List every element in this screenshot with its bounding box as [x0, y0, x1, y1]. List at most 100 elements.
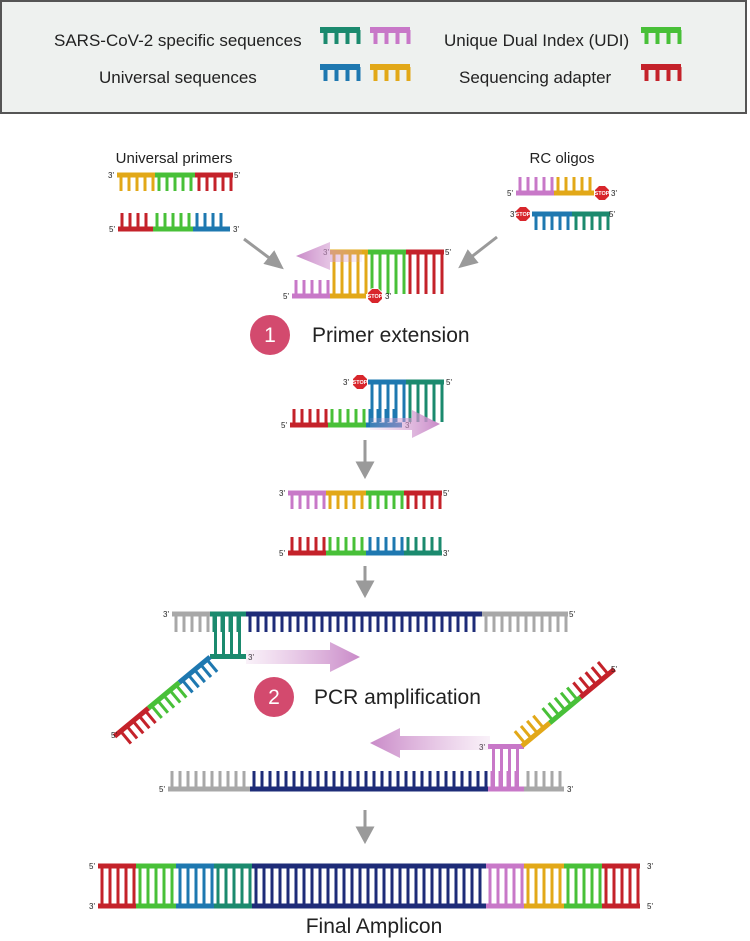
base-tooth: [182, 614, 186, 632]
base-tooth: [286, 866, 290, 906]
backbone-segment: [488, 786, 524, 792]
end-label: 5': [569, 610, 575, 619]
base-tooth: [240, 866, 244, 906]
base-tooth: [440, 252, 444, 294]
product-strand-top: [288, 490, 442, 509]
base-tooth: [199, 663, 213, 678]
base-tooth: [440, 382, 444, 422]
stop-octagon: [594, 185, 610, 201]
base-tooth: [444, 771, 448, 789]
base-tooth: [547, 702, 561, 717]
base-tooth: [462, 866, 466, 906]
base-tooth: [218, 771, 222, 789]
base-tooth: [476, 771, 480, 789]
base-tooth: [390, 866, 394, 906]
base-tooth: [308, 771, 312, 789]
base-tooth: [125, 725, 139, 740]
base-tooth: [334, 30, 339, 44]
base-tooth: [406, 493, 410, 509]
base-tooth: [168, 689, 182, 704]
base-tooth: [298, 493, 302, 509]
base-tooth: [492, 747, 495, 789]
base-tooth: [384, 67, 389, 81]
base-tooth: [144, 709, 157, 725]
base-tooth: [131, 720, 145, 735]
base-tooth: [322, 537, 326, 553]
backbone-segment: [320, 64, 360, 70]
primer-tail-lower-left: [112, 655, 219, 745]
base-tooth: [513, 730, 527, 745]
base-tooth: [666, 67, 671, 81]
base-tooth: [628, 866, 632, 906]
base-tooth: [464, 614, 468, 632]
base-tooth: [400, 614, 404, 632]
base-tooth: [205, 175, 209, 191]
base-tooth: [310, 280, 314, 296]
base-tooth: [292, 771, 296, 789]
base-tooth: [378, 252, 382, 294]
base-tooth: [384, 493, 388, 509]
base-tooth: [364, 771, 368, 789]
base-tooth: [360, 614, 364, 632]
base-tooth: [288, 614, 292, 632]
base-tooth: [171, 213, 175, 229]
base-tooth: [541, 707, 554, 722]
backbone-segment: [641, 27, 681, 33]
base-tooth: [492, 614, 496, 632]
oligo-upper-strand: [368, 379, 444, 422]
base-tooth: [590, 866, 594, 906]
base-tooth: [430, 866, 434, 906]
base-tooth: [165, 175, 169, 191]
base-tooth: [394, 252, 398, 294]
base-tooth: [406, 67, 411, 81]
base-tooth: [328, 493, 332, 509]
step1-number: 1: [264, 324, 276, 347]
base-tooth: [598, 214, 602, 230]
base-tooth: [534, 177, 538, 193]
backbone-segment: [641, 64, 681, 70]
base-tooth: [124, 866, 128, 906]
base-tooth: [226, 771, 230, 789]
legend-swatches: [320, 27, 682, 81]
base-tooth: [170, 866, 174, 906]
base-tooth: [396, 771, 400, 789]
sars-teal-swatch: [320, 27, 361, 44]
backbone-segment: [112, 706, 150, 739]
base-tooth: [120, 213, 124, 229]
base-tooth: [198, 614, 202, 632]
base-tooth: [262, 866, 266, 906]
base-tooth: [373, 30, 378, 44]
final-amplicon: 5'3'3'5': [89, 862, 653, 911]
base-tooth: [132, 866, 136, 906]
base-tooth: [380, 771, 384, 789]
base-tooth: [556, 614, 560, 632]
viral-template-bottom: [168, 771, 564, 792]
base-tooth: [412, 771, 416, 789]
base-tooth: [221, 175, 225, 191]
end-label: 3': [647, 862, 653, 871]
base-tooth: [550, 771, 554, 789]
base-tooth: [516, 614, 520, 632]
base-tooth: [170, 771, 174, 789]
base-tooth: [484, 771, 488, 789]
base-tooth: [232, 866, 236, 906]
base-tooth: [344, 537, 348, 553]
base-tooth: [468, 771, 472, 789]
step2-badge: [254, 677, 294, 717]
end-label: 3': [443, 549, 449, 558]
base-tooth: [460, 771, 464, 789]
pcr-amplification-group: 3'5'3'5'5'3'3'5': [111, 610, 617, 794]
base-tooth: [186, 866, 190, 906]
base-tooth: [264, 614, 268, 632]
base-tooth: [156, 699, 170, 714]
base-tooth: [504, 866, 508, 906]
step1-badge: [250, 315, 290, 355]
base-tooth: [488, 866, 492, 906]
base-tooth: [346, 409, 350, 425]
base-tooth: [428, 771, 432, 789]
base-tooth: [323, 30, 328, 44]
base-tooth: [173, 175, 177, 191]
base-tooth: [500, 747, 503, 789]
base-tooth: [348, 252, 352, 294]
base-tooth: [370, 252, 374, 294]
